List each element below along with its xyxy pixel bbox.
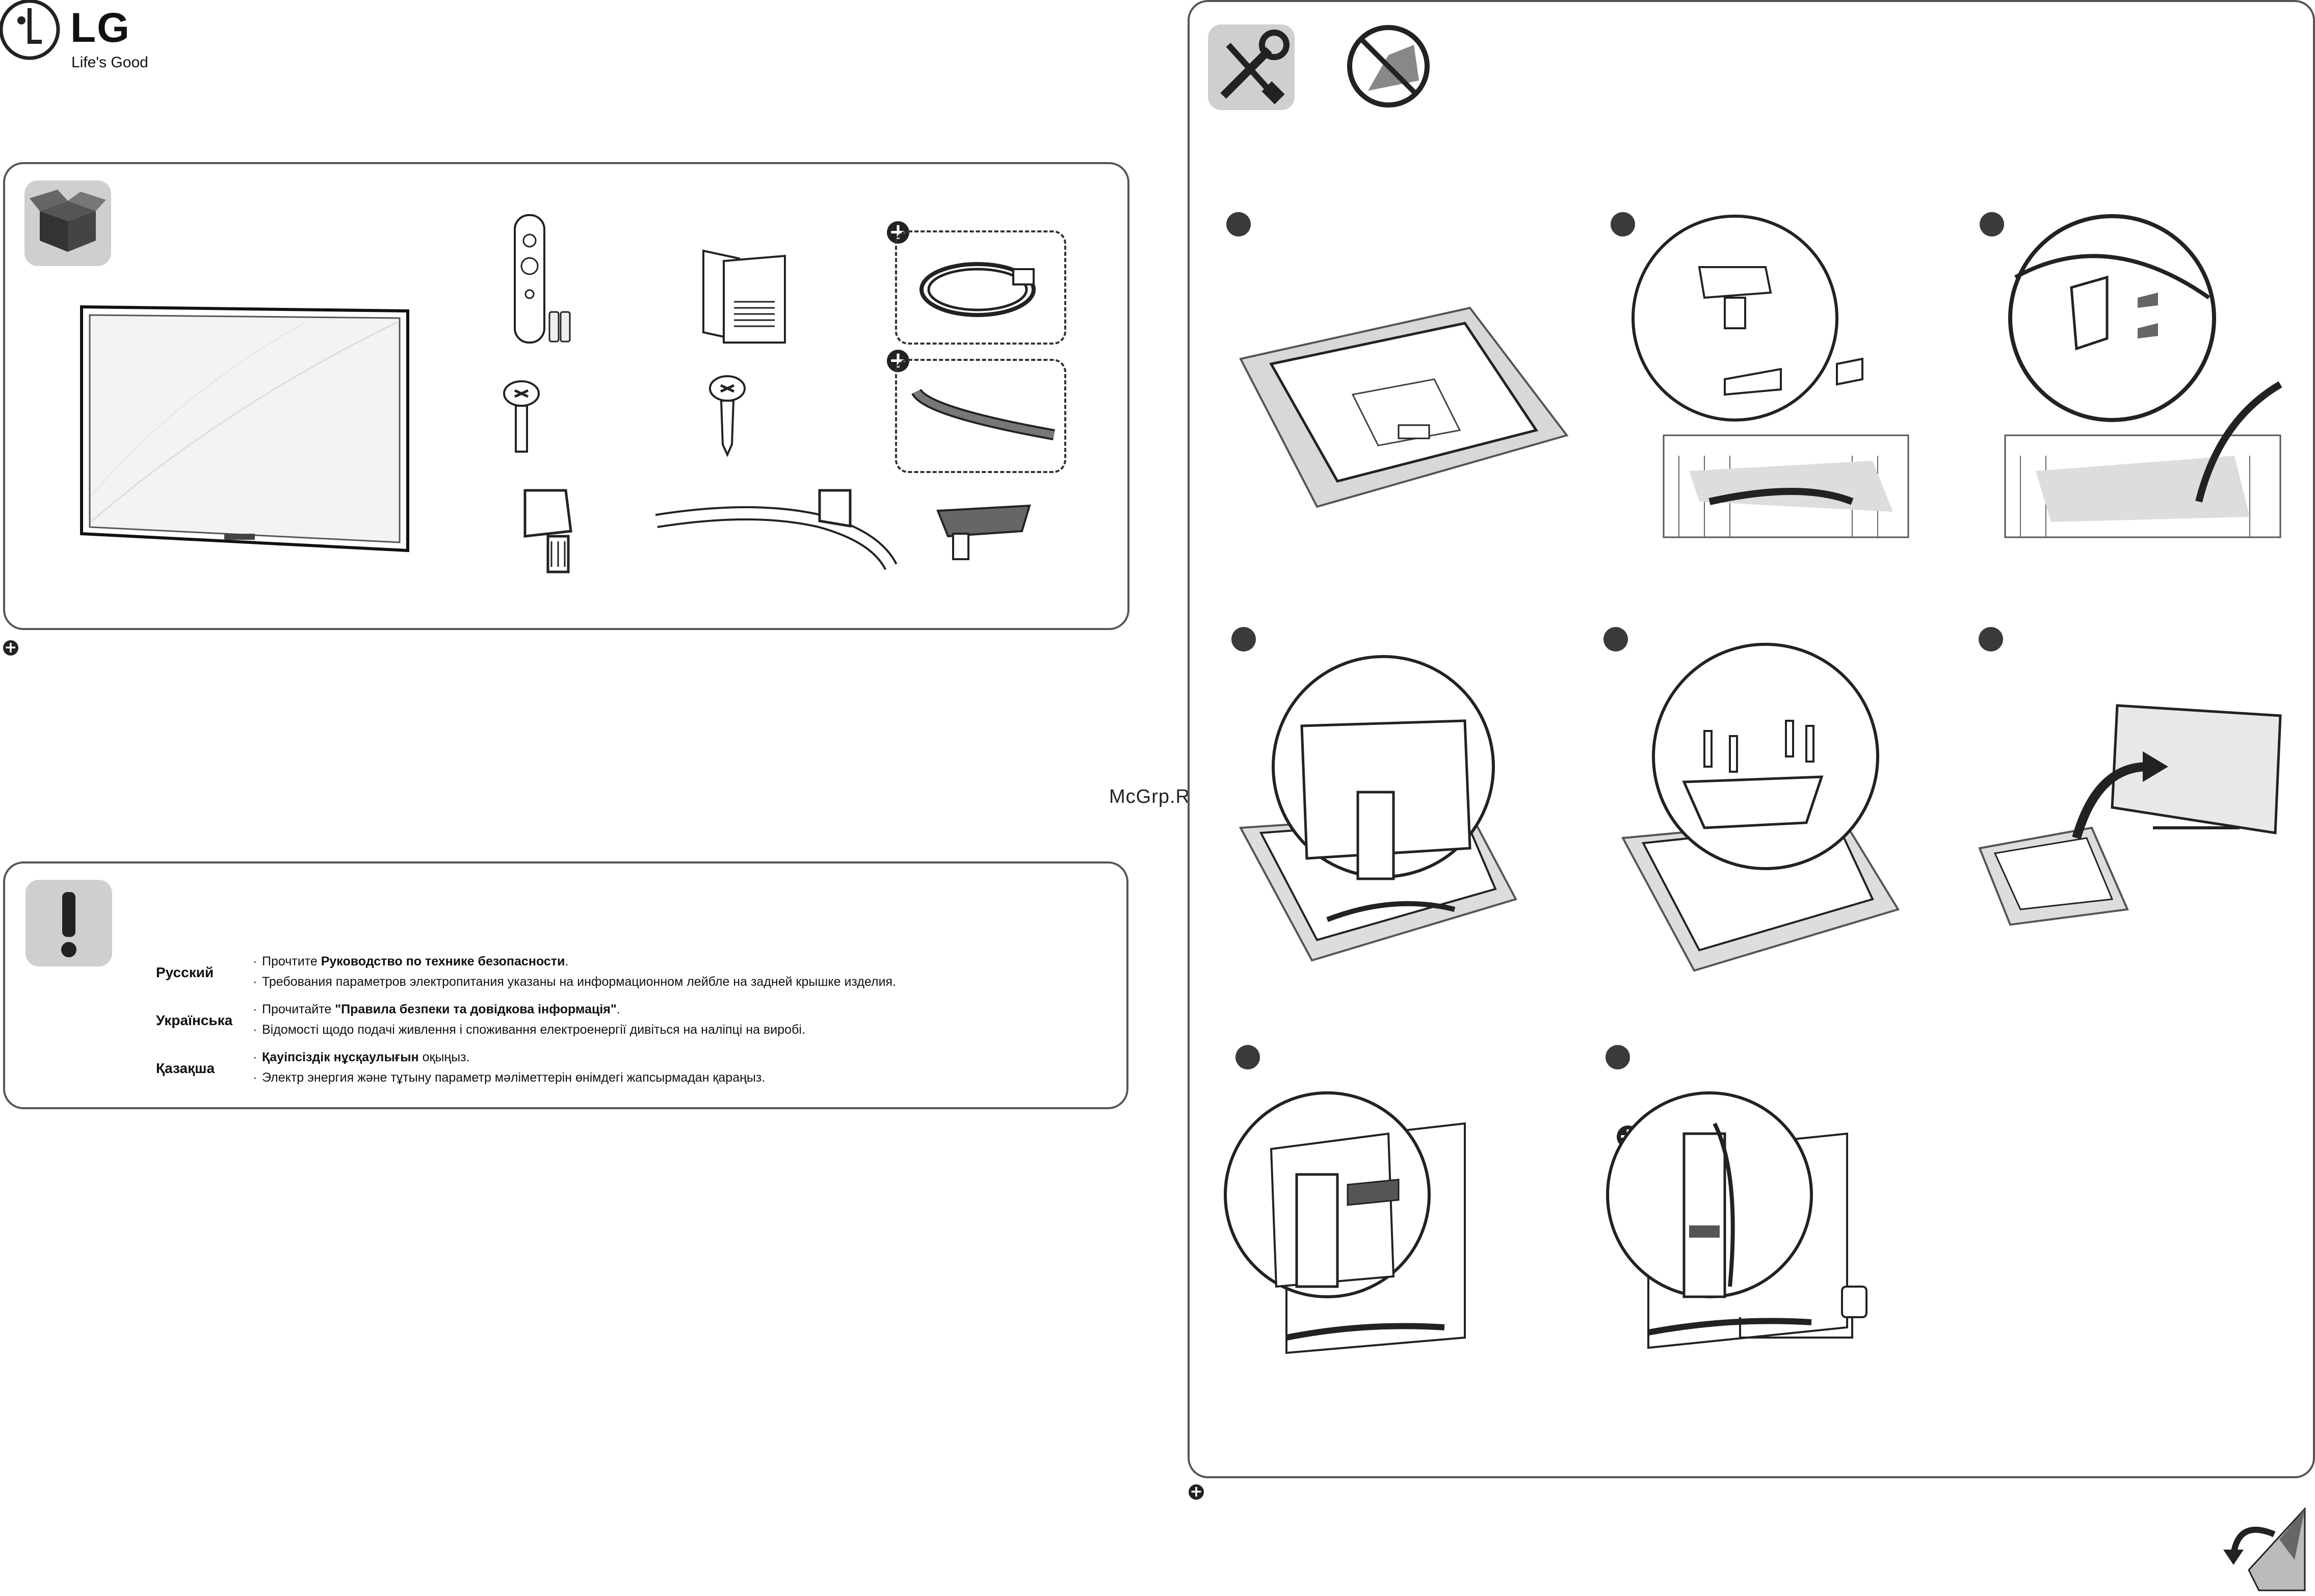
language-russian: Русский <box>156 964 214 980</box>
bullet: · <box>253 1070 257 1085</box>
step-7-marker <box>1235 1045 1260 1069</box>
note-plus-icon: + <box>3 640 18 656</box>
screw-illustration-2 <box>709 375 746 457</box>
step-2-illustration <box>1632 215 1909 538</box>
bullet: · <box>253 1002 257 1016</box>
cable-clip-illustration <box>936 504 1031 560</box>
optional-cable-holder-box <box>895 359 1066 473</box>
ukrainian-line-1-bold: "Правила безпеки та довідкова інформація… <box>335 1002 617 1016</box>
step-8-marker <box>1606 1045 1630 1069</box>
lg-slogan: Life's Good <box>71 54 148 71</box>
step-1-marker <box>1226 212 1251 237</box>
russian-line-1: Прочтите Руководство по технике безопасн… <box>262 954 568 969</box>
step-1-illustration <box>1239 306 1569 508</box>
step-3-illustration <box>2004 214 2282 538</box>
kazakh-line-1-suffix: оқыңыз. <box>418 1050 470 1064</box>
ukrainian-line-1: Прочитайте "Правила безпеки та довідкова… <box>262 1002 620 1017</box>
russian-line-1-bold: Руководство по технике безопасности <box>321 954 565 969</box>
bullet: · <box>253 975 257 989</box>
box-contents-panel: + + <box>3 162 1129 630</box>
open-box-icon <box>24 180 111 266</box>
screw-illustration-1 <box>503 380 540 453</box>
step-4-marker <box>1231 627 1256 651</box>
safety-panel: Русский · Прочтите Руководство по техник… <box>3 861 1128 1109</box>
step-8-illustration <box>1606 1091 1867 1349</box>
bullet: · <box>253 1050 257 1064</box>
cable-strap-illustration <box>911 388 1055 440</box>
stand-base-illustration <box>655 489 898 570</box>
step-6-marker <box>1979 627 2003 651</box>
lg-logo-mark <box>0 0 60 60</box>
language-ukrainian: Українська <box>156 1012 233 1028</box>
optional-power-cord-box <box>895 230 1066 345</box>
no-liquid-icon <box>1347 25 1430 108</box>
kazakh-line-1-bold: Қауіпсіздік нұсқаулығын <box>262 1050 419 1064</box>
step-7-illustration <box>1224 1091 1466 1354</box>
screwdriver-wrench-icon <box>1208 24 1295 110</box>
power-cord-illustration <box>919 262 1036 317</box>
bullet: · <box>253 1023 257 1037</box>
watermark: McGrp.Ru <box>1109 786 1202 807</box>
ukrainian-line-1-prefix: Прочитайте <box>262 1002 335 1016</box>
stand-body-illustration <box>523 489 572 573</box>
step-5-illustration <box>1621 643 1900 972</box>
page-turn-icon <box>2223 1507 2306 1591</box>
kazakh-line-1: Қауіпсіздік нұсқаулығын оқыңыз. <box>262 1050 470 1065</box>
kazakh-line-2: Электр энергия және тұтыну параметр мәлі… <box>262 1070 766 1085</box>
lg-logo: LG Life's Good <box>0 0 153 76</box>
tv-illustration <box>80 305 409 553</box>
step-3-marker <box>1980 212 2004 237</box>
ukrainian-line-1-suffix: . <box>616 1002 620 1016</box>
russian-line-1-suffix: . <box>565 954 569 969</box>
manuals-illustration <box>702 249 786 344</box>
ukrainian-line-2: Відомості щодо подачі живлення і спожива… <box>262 1023 805 1037</box>
bullet: · <box>253 954 257 969</box>
language-kazakh: Қазақша <box>156 1060 215 1076</box>
russian-line-1-prefix: Прочтите <box>262 954 321 969</box>
step-5-marker <box>1603 627 1628 651</box>
lg-logo-text: LG <box>70 5 130 51</box>
step-2-marker <box>1611 212 1635 237</box>
remote-control-illustration <box>514 214 571 344</box>
exclamation-icon <box>25 880 112 966</box>
assembly-panel: + <box>1188 0 2315 1478</box>
step-6-illustration <box>1978 704 2282 926</box>
step-4-illustration <box>1239 655 1517 962</box>
assembly-note-plus-icon: + <box>1189 1484 1204 1500</box>
russian-line-2: Требования параметров электропитания ука… <box>262 975 897 989</box>
